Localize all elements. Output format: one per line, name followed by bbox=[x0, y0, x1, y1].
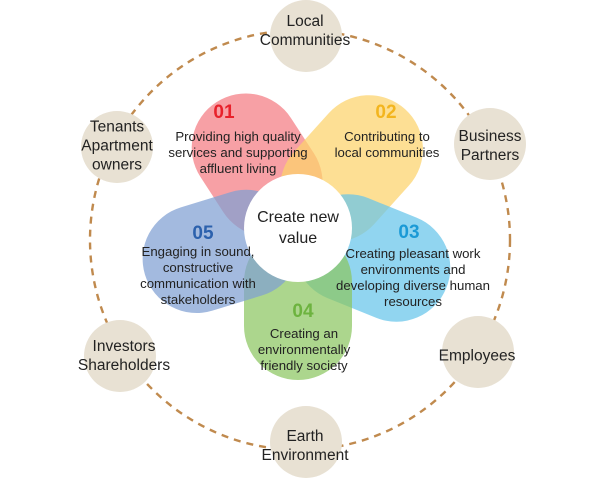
petal-04-text: Creating an environmentally friendly soc… bbox=[258, 326, 350, 374]
petal-02-text: Contributing to local communities bbox=[335, 129, 440, 161]
petal-01-line-3: affluent living bbox=[199, 161, 277, 176]
petal-05-number: 05 bbox=[192, 223, 214, 244]
stakeholder-employees: Employees bbox=[439, 347, 516, 366]
stakeholder-line: Local bbox=[286, 13, 324, 30]
stakeholder-circle bbox=[454, 108, 526, 180]
stakeholder-line: Shareholders bbox=[77, 357, 171, 374]
petal-03-text: Creating pleasant work environments and … bbox=[336, 246, 490, 310]
stakeholder-business-partners: Business Partners bbox=[459, 127, 522, 165]
petal-01-line-1: Providing high quality bbox=[175, 129, 301, 144]
stakeholder-line: Apartment bbox=[81, 137, 153, 155]
petal-01-number: 01 bbox=[213, 102, 235, 123]
stakeholder-line: Investors bbox=[92, 338, 156, 355]
petal-05-line-1: Engaging in sound, bbox=[141, 244, 255, 259]
center-label-line-2: value bbox=[278, 230, 318, 247]
petal-04-line-3: friendly society bbox=[260, 358, 348, 373]
petal-03-number: 03 bbox=[398, 222, 420, 243]
petal-03-line-3: developing diverse human bbox=[336, 278, 490, 293]
stakeholder-circle bbox=[270, 406, 342, 478]
stakeholder-line: Environment bbox=[261, 447, 349, 464]
stakeholder-line: Earth bbox=[286, 428, 324, 445]
petal-02-line-1: Contributing to bbox=[344, 129, 430, 144]
petal-05-text: Engaging in sound, constructive communic… bbox=[140, 244, 256, 308]
stakeholder-line: Partners bbox=[460, 147, 520, 164]
petal-05-line-4: stakeholders bbox=[160, 292, 236, 307]
stakeholder-line: Tenants bbox=[89, 118, 145, 136]
petal-04-line-1: Creating an bbox=[269, 326, 339, 341]
center-label: Create new value bbox=[257, 207, 339, 249]
stakeholder-circle bbox=[84, 320, 156, 392]
stakeholder-local-communities: Local Communities bbox=[260, 12, 350, 50]
stakeholder-line: Employees bbox=[438, 347, 516, 365]
stakeholder-circle bbox=[442, 316, 514, 388]
petal-05-line-2: constructive bbox=[162, 260, 234, 275]
petal-01-line-2: services and supporting bbox=[168, 145, 308, 160]
center-circle bbox=[244, 174, 352, 282]
petal-02-number: 02 bbox=[375, 102, 397, 123]
stakeholder-line: owners bbox=[92, 156, 142, 174]
stakeholder-circle bbox=[81, 111, 153, 183]
stakeholder-circle bbox=[270, 0, 342, 72]
stakeholder-earth-environment: Earth Environment bbox=[261, 427, 348, 465]
petal-03-line-1: Creating pleasant work bbox=[345, 246, 481, 261]
stakeholder-tenants-apartment-owners: Tenants Apartment owners bbox=[81, 118, 153, 175]
petal-03-line-4: resources bbox=[384, 294, 442, 309]
stakeholder-investors-shareholders: Investors Shareholders bbox=[78, 337, 170, 375]
petal-02-line-2: local communities bbox=[334, 145, 440, 160]
center-label-line-1: Create new bbox=[257, 209, 339, 226]
petal-04-number: 04 bbox=[292, 301, 314, 322]
petal-05-line-3: communication with bbox=[140, 276, 256, 291]
petal-01-text: Providing high quality services and supp… bbox=[168, 129, 307, 177]
stakeholder-line: Business bbox=[458, 128, 522, 145]
petal-04-line-2: environmentally bbox=[257, 342, 351, 357]
petal-03-line-2: environments and bbox=[360, 262, 466, 277]
stakeholder-line: Communities bbox=[259, 32, 351, 49]
